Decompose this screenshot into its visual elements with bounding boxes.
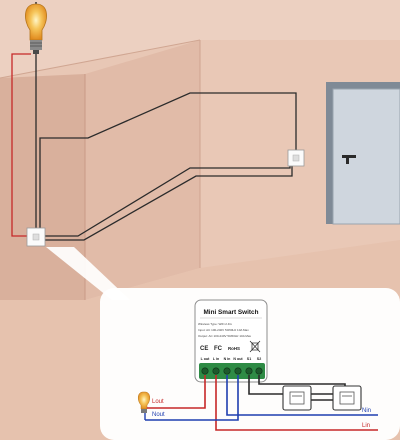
callout-pointer xyxy=(46,247,130,300)
two-way-switch-right xyxy=(332,385,362,411)
terminal-label: N in xyxy=(224,357,231,361)
door xyxy=(326,82,400,225)
terminal-label: S2 xyxy=(257,357,261,361)
module-title: Mini Smart Switch xyxy=(203,309,258,316)
weee-icon xyxy=(249,340,261,353)
label-nin: Nin xyxy=(362,408,371,414)
label-nout: Nout xyxy=(152,412,165,418)
mini-smart-switch-module: Mini Smart Switch Wireless Type: WiFi 2.… xyxy=(194,299,268,383)
wall-switch-left xyxy=(26,227,46,247)
two-way-switch-left xyxy=(282,385,312,411)
terminal-label: N out xyxy=(233,357,243,361)
terminal-label: S1 xyxy=(247,357,251,361)
module-spec: Output: AC 100-240V 50/60Hz 10A Max xyxy=(198,334,252,338)
terminal-block xyxy=(199,363,265,379)
cert-mark: FC xyxy=(214,346,223,352)
small-lamp-icon xyxy=(138,391,167,420)
cert-mark: CE xyxy=(200,346,208,352)
label-lin: Lin xyxy=(362,423,370,429)
label-lout: Lout xyxy=(152,399,164,405)
terminal-label: L out xyxy=(201,357,211,361)
terminal-label: L in xyxy=(213,357,219,361)
terminal-screws xyxy=(201,367,263,375)
wall-switch-right xyxy=(287,149,305,167)
module-spec: Input: AC 100-240V 50/60Hz 10A Max xyxy=(198,328,249,332)
lamp-icon xyxy=(25,2,47,54)
cert-mark: RoHS xyxy=(228,346,240,351)
module-spec: Wireless Type: WiFi 2.4G xyxy=(198,322,232,326)
